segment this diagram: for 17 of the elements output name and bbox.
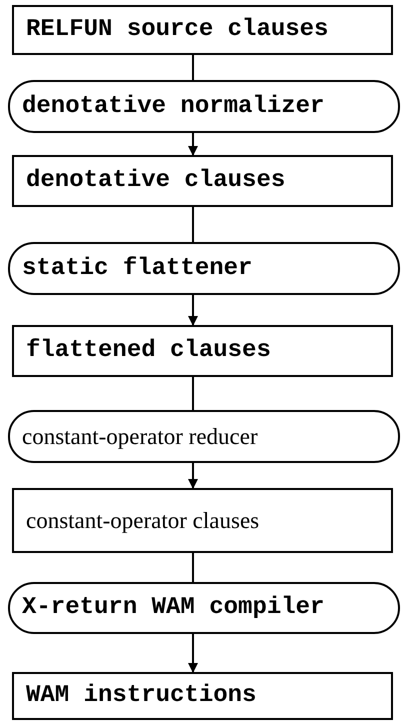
process-terminal: X-return WAM compiler [8,582,400,634]
data-box: flattened clauses [12,325,393,377]
data-box: WAM instructions [12,672,393,720]
process-terminal: denotative normalizer [8,80,400,133]
data-box: constant-operator clauses [12,488,393,553]
arrow [188,295,198,326]
arrow [188,634,198,673]
arrow [188,463,198,489]
arrow [188,133,198,156]
connector-line [192,55,194,80]
connector-line [192,207,194,242]
process-terminal: constant-operator reducer [8,410,400,463]
connector-line [192,553,194,582]
data-box: RELFUN source clauses [12,5,393,55]
connector-line [192,377,194,410]
data-box: denotative clauses [12,155,393,207]
process-terminal: static flattener [8,242,400,295]
